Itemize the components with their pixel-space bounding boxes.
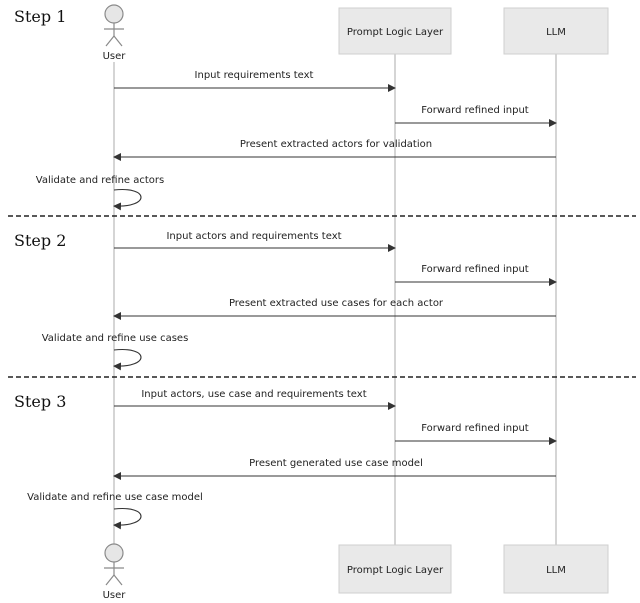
message-label: Validate and refine use cases: [42, 333, 189, 344]
prompt-logic-label-bottom: Prompt Logic Layer: [347, 565, 444, 576]
message-label: Input actors, use case and requirements …: [141, 389, 366, 400]
user-head-icon: [104, 543, 124, 563]
self-message-arrow: [113, 507, 142, 530]
prompt-logic-label-top: Prompt Logic Layer: [347, 27, 444, 38]
llm-box-bottom: LLM: [503, 544, 609, 594]
message-label: Forward refined input: [421, 105, 529, 116]
prompt-logic-box-bottom: Prompt Logic Layer: [338, 544, 452, 594]
user-actor-bottom: User: [103, 543, 127, 601]
user-label-bottom: User: [103, 590, 127, 601]
step-2-label: Step 2: [14, 231, 66, 250]
user-head-icon: [104, 4, 124, 24]
prompt-logic-box-top: Prompt Logic Layer: [338, 7, 452, 55]
message-label: Present extracted use cases for each act…: [229, 298, 444, 309]
message-label: Validate and refine use case model: [27, 492, 203, 503]
llm-label-top: LLM: [546, 27, 566, 38]
message-label: Validate and refine actors: [36, 175, 164, 186]
message-label: Input requirements text: [195, 70, 314, 81]
step-3-label: Step 3: [14, 392, 66, 411]
user-actor-top: User: [103, 4, 127, 62]
step-1-label: Step 1: [14, 7, 66, 26]
message-label: Forward refined input: [421, 423, 529, 434]
self-message-arrow: [113, 188, 142, 211]
llm-label-bottom: LLM: [546, 565, 566, 576]
message-label: Input actors and requirements text: [166, 231, 341, 242]
self-message-arrow: [113, 348, 142, 371]
message-label: Forward refined input: [421, 264, 529, 275]
llm-box-top: LLM: [503, 7, 609, 55]
user-label-top: User: [103, 51, 127, 62]
message-label: Present extracted actors for validation: [240, 139, 432, 150]
message-label: Present generated use case model: [249, 458, 423, 469]
